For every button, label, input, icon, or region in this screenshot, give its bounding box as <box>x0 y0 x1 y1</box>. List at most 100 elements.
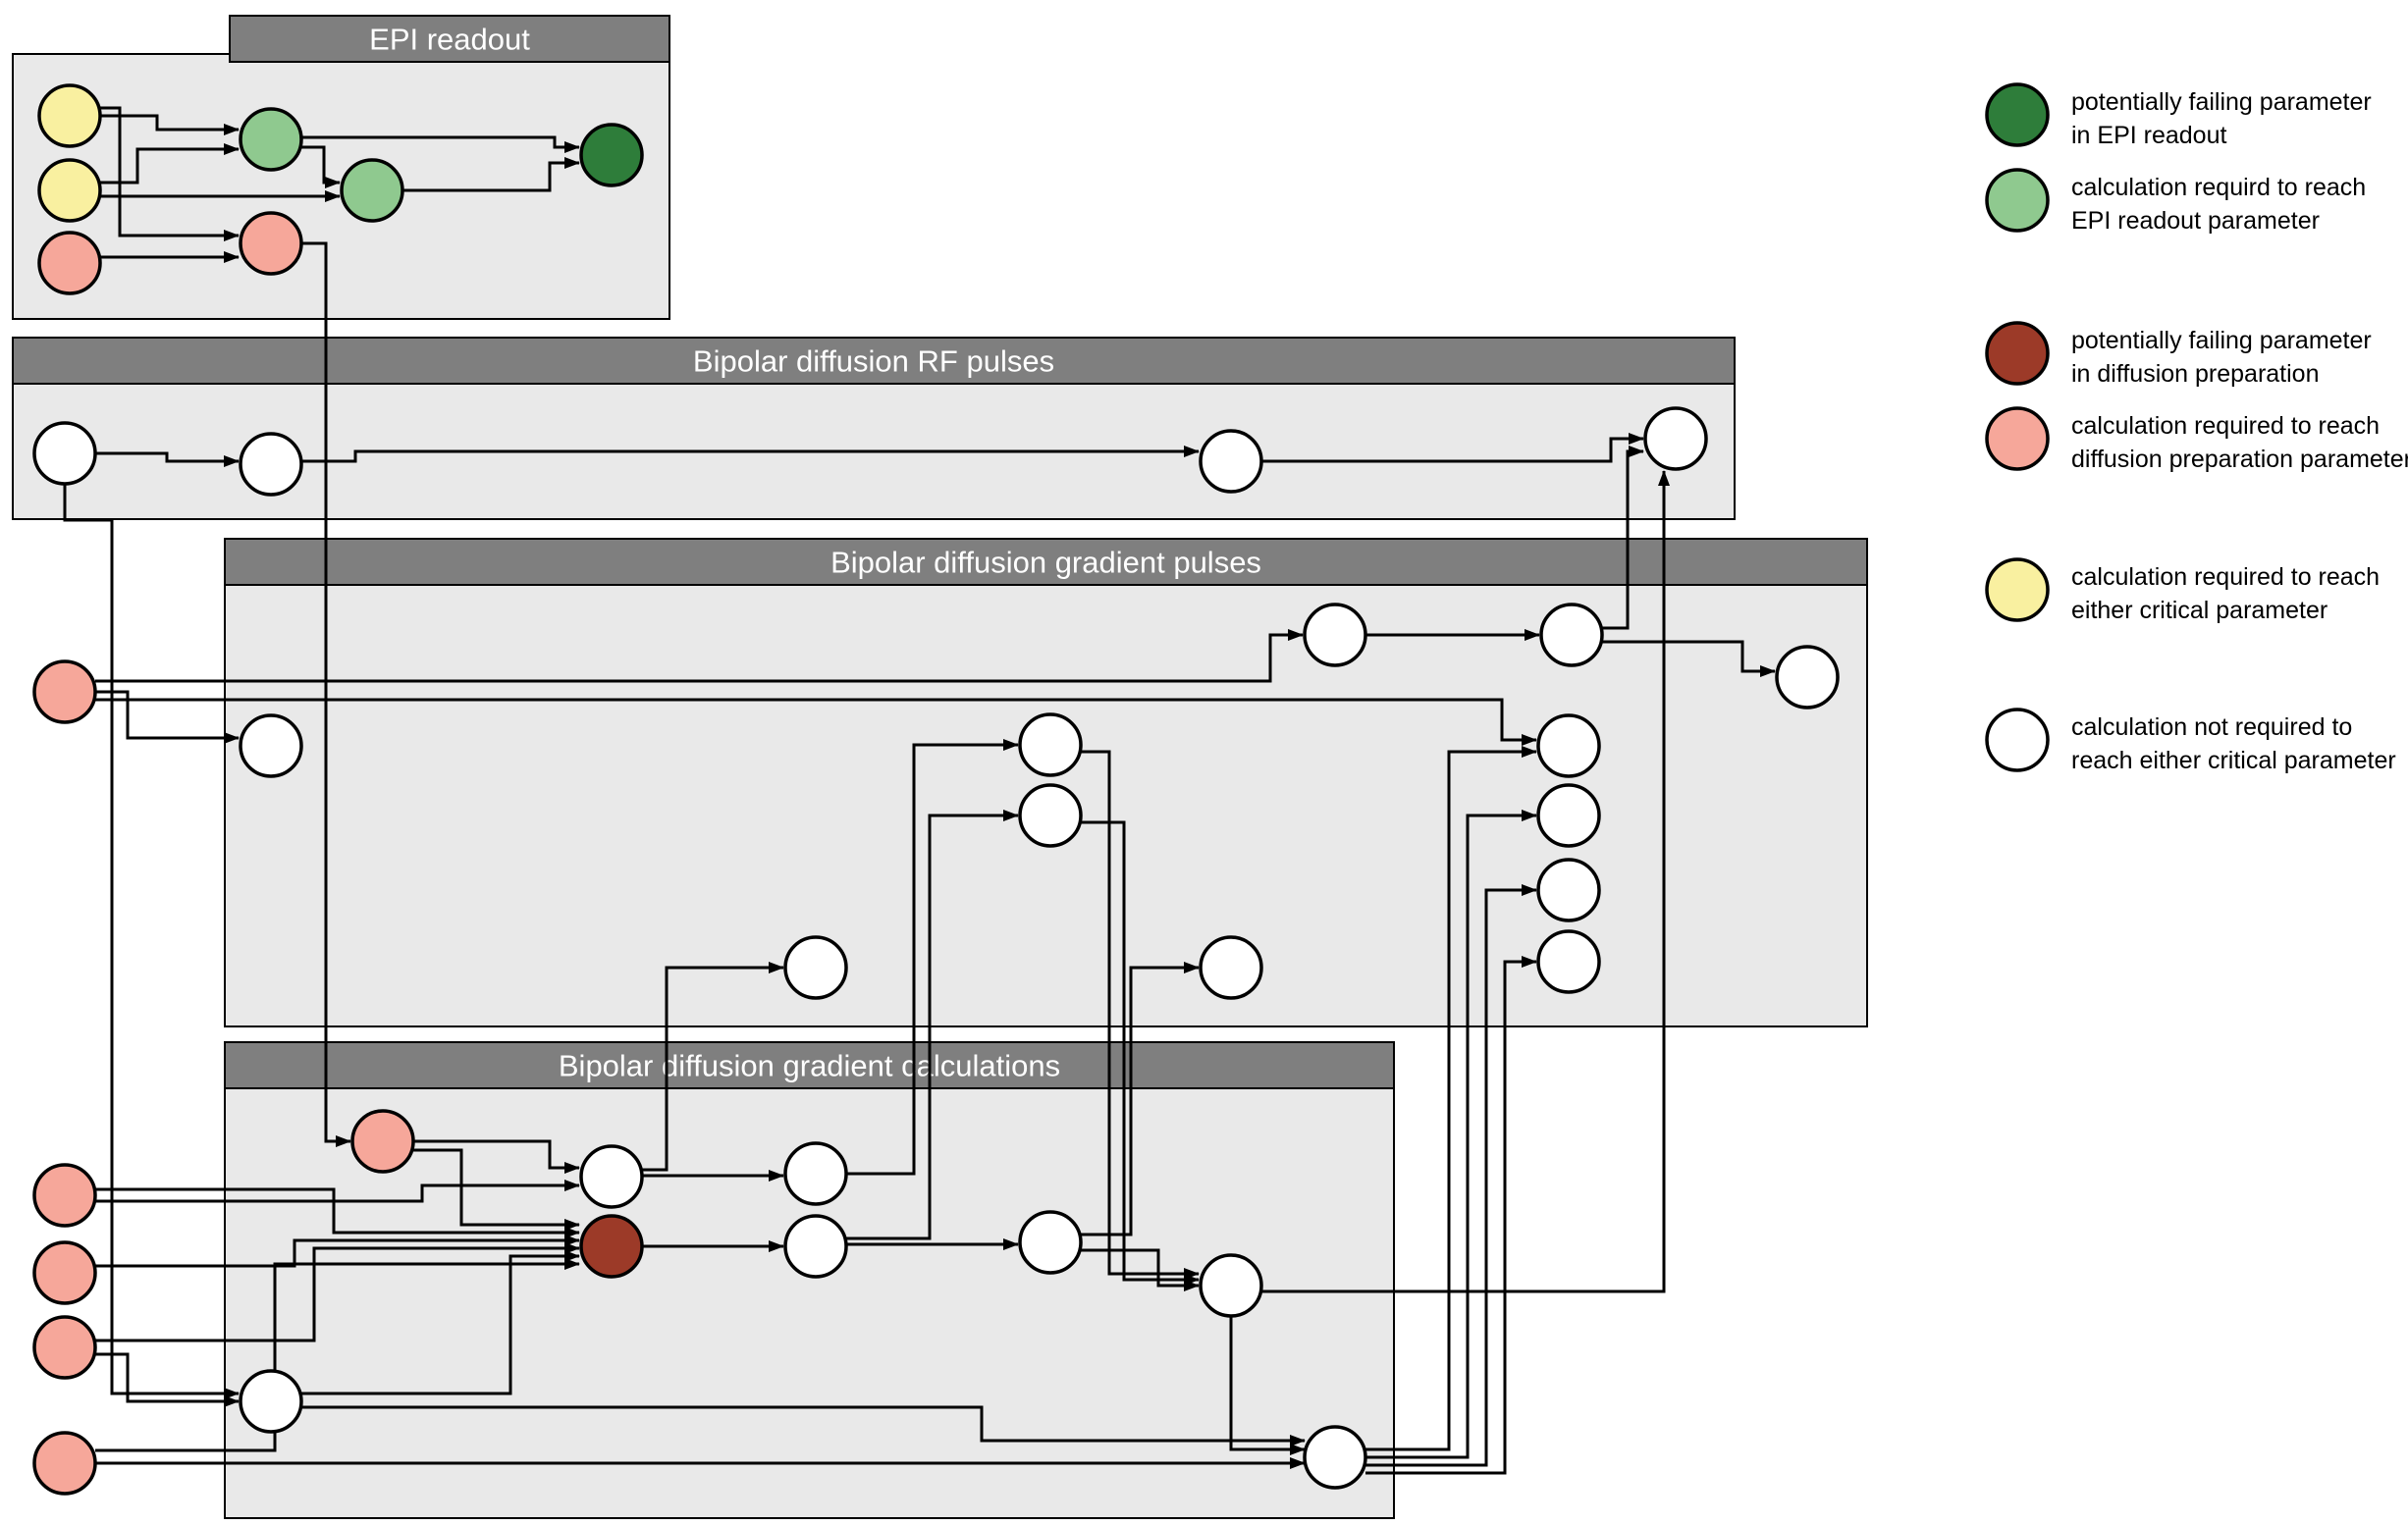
edge-e_y1-to-e_p2 <box>99 106 240 241</box>
node-e_p1 <box>37 231 102 295</box>
edge-c_w7-to-g_c1 <box>1365 746 1537 1451</box>
node-g_a3 <box>1775 645 1840 710</box>
edge-e_g1-to-e_dg <box>301 135 580 153</box>
node-r_w4 <box>1643 406 1708 471</box>
edge-l_p1-to-c_red <box>95 1187 580 1238</box>
legend-label-5-line1: calculation not required to <box>2071 713 2352 741</box>
node-c_w4 <box>1018 1210 1083 1275</box>
edge-g_b2-to-c_w5 <box>1081 820 1200 1286</box>
group-box-calc-header <box>224 1041 1395 1089</box>
node-g_c3 <box>1536 858 1601 922</box>
group-box-grad-title: Bipolar diffusion gradient pulses <box>830 546 1261 580</box>
node-r_w3 <box>1199 429 1263 494</box>
edge-c_w6-to-c_w7 <box>301 1405 1306 1446</box>
edge-l_p3-to-c_red <box>95 1242 580 1342</box>
node-g_d1 <box>783 935 848 1000</box>
edge-c_pink-to-c_w1 <box>413 1139 580 1174</box>
node-c_w3 <box>783 1214 848 1279</box>
edge-e_g2-to-e_dg <box>402 157 580 192</box>
legend-label-1-line2: EPI readout parameter <box>2071 207 2320 235</box>
edge-g_a2-to-r_w4 <box>1602 446 1644 630</box>
legend-label-3-line1: calculation required to reach <box>2071 412 2380 440</box>
node-c_pink <box>350 1109 415 1174</box>
legend-swatch-dark_red <box>1985 321 2050 386</box>
nodes-layer <box>32 83 1840 1496</box>
edge-c_pink-to-c_red <box>413 1148 580 1231</box>
legend-label-3-line2: diffusion preparation parameter <box>2071 446 2408 473</box>
node-g_c4 <box>1536 929 1601 994</box>
edge-c_w6-to-c_red <box>301 1250 580 1395</box>
edge-c_w1-to-g_d1 <box>642 962 784 1172</box>
node-g_d2 <box>1199 935 1263 1000</box>
node-e_dg <box>579 123 644 187</box>
group-box-calc-title: Bipolar diffusion gradient calculations <box>559 1049 1060 1083</box>
edge-l_p2-to-c_red <box>95 1235 580 1268</box>
node-r_w1 <box>32 421 97 486</box>
edge-c_w3-to-g_b2 <box>846 810 1019 1240</box>
node-g_p_left <box>32 659 97 724</box>
node-g_c2 <box>1536 783 1601 848</box>
edge-g_p_left-to-g_a1 <box>95 629 1304 683</box>
node-g_b2 <box>1018 783 1083 848</box>
edge-r_w1-to-c_w6 <box>63 484 240 1399</box>
edge-c_w7-to-g_c4 <box>1365 956 1537 1475</box>
group-box-grad-header <box>224 538 1868 586</box>
node-r_w2 <box>239 432 303 497</box>
node-l_p2 <box>32 1240 97 1305</box>
node-e_g1 <box>239 107 303 172</box>
edge-l_p4-to-c_red <box>95 1258 580 1452</box>
node-g_c1 <box>1536 713 1601 778</box>
edge-r_w2-to-r_w3 <box>301 446 1200 463</box>
legend: potentially failing parameter in EPI read… <box>1985 82 2408 774</box>
node-e_p2 <box>239 211 303 276</box>
node-c_w2 <box>783 1141 848 1206</box>
node-c_w7 <box>1303 1425 1367 1490</box>
node-g_w_in <box>239 713 303 778</box>
group-box-rf-title: Bipolar diffusion RF pulses <box>693 344 1054 379</box>
legend-label-5-line2: reach either critical parameter <box>2071 747 2396 774</box>
edge-c_w4-to-g_d2 <box>1081 962 1200 1236</box>
edge-c_w5-to-r_w4 <box>1261 470 1670 1293</box>
node-g_a1 <box>1303 603 1367 667</box>
node-c_w5 <box>1199 1253 1263 1318</box>
edge-c_w7-to-g_c2 <box>1365 810 1537 1459</box>
legend-label-2-line2: in diffusion preparation <box>2071 360 2320 388</box>
edge-c_w7-to-g_c3 <box>1365 884 1537 1467</box>
edge-r_w3-to-r_w4 <box>1261 433 1644 463</box>
edge-c_w4-to-c_w5 <box>1081 1248 1200 1291</box>
legend-swatch-medium_green <box>1985 168 2050 233</box>
node-e_y2 <box>37 158 102 223</box>
legend-swatch-salmon <box>1985 406 2050 471</box>
node-g_a2 <box>1539 603 1604 667</box>
node-c_red <box>579 1214 644 1279</box>
edge-e_g1-to-e_g2 <box>301 145 341 188</box>
legend-label-0-line2: in EPI readout <box>2071 122 2226 149</box>
node-e_y1 <box>37 83 102 148</box>
edge-g_b1-to-c_w5 <box>1081 750 1200 1280</box>
edge-r_w1-to-r_w2 <box>95 451 240 467</box>
edge-e_p2-to-c_pink <box>301 241 351 1147</box>
node-l_p1 <box>32 1163 97 1228</box>
edge-e_y1-to-e_g1 <box>99 114 240 135</box>
legend-label-4-line1: calculation required to reach <box>2071 563 2380 591</box>
group-box-epi-header <box>229 15 670 63</box>
edge-g_p_left-to-g_c1 <box>95 698 1537 746</box>
node-e_g2 <box>340 158 404 223</box>
legend-label-4-line2: either critical parameter <box>2071 597 2328 624</box>
group-box-epi-title: EPI readout <box>369 23 530 57</box>
edge-l_p1-to-c_w1 <box>95 1180 580 1203</box>
node-g_b1 <box>1018 712 1083 777</box>
legend-label-1-line1: calculation requird to reach <box>2071 174 2366 201</box>
edge-c_w5-to-c_w7 <box>1229 1316 1306 1455</box>
edge-c_w2-to-g_b1 <box>846 739 1019 1176</box>
legend-label-0-line1: potentially failing parameter <box>2071 88 2372 116</box>
legend-swatch-dark_green <box>1985 82 2050 147</box>
edge-g_a2-to-g_a3 <box>1602 640 1776 677</box>
node-c_w1 <box>579 1144 644 1209</box>
node-l_p4 <box>32 1431 97 1496</box>
node-c_w6 <box>239 1369 303 1434</box>
edges-layer <box>63 106 1776 1475</box>
node-l_p3 <box>32 1315 97 1380</box>
